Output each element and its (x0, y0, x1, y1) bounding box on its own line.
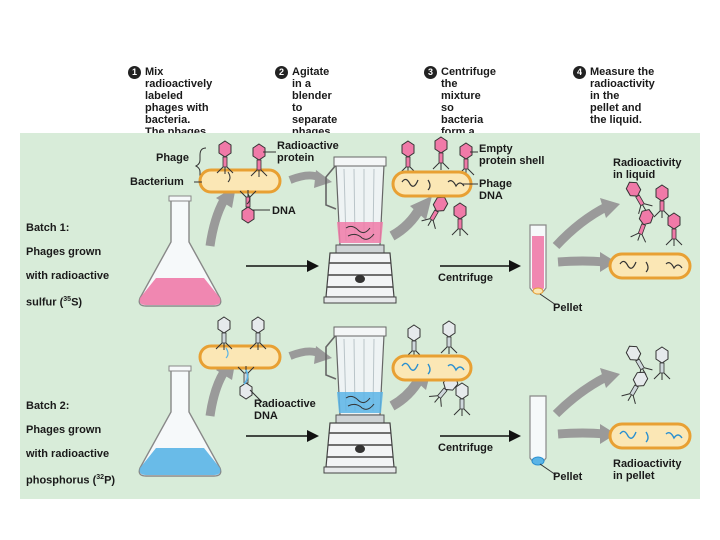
label-phage-dna: Phage DNA (479, 178, 513, 202)
batch-2-line1: Phages grown (26, 424, 102, 436)
label-pellet-1: Pellet (553, 302, 583, 314)
step-2-number: 2 (275, 66, 288, 79)
label-radioactivity-in-liquid: Radioactivity in liquid (613, 157, 682, 181)
step-4-number: 4 (573, 66, 586, 79)
batch-2-title: Batch 2: (26, 400, 70, 412)
label-phage: Phage (156, 152, 190, 164)
label-centrifuge-2: Centrifuge (438, 442, 493, 454)
step-3-number: 3 (424, 66, 437, 79)
label-centrifuge-1: Centrifuge (438, 272, 493, 284)
batch-1-line3: sulfur (35S) (26, 296, 83, 309)
batch-1-description: Batch 1: Phages grown with radioactive s… (26, 210, 109, 321)
label-radioactive-dna: Radioactive DNA (254, 398, 316, 422)
batch-2-line3: phosphorus (32P) (26, 474, 116, 487)
batch-1-title: Batch 1: (26, 222, 70, 234)
batch-2-line2: with radioactive (26, 448, 110, 460)
step-4-text: Measure the radioactivity in the pellet … (590, 66, 655, 126)
batch-2-description: Batch 2: Phages grown with radioactive p… (26, 388, 115, 499)
label-bacterium: Bacterium (130, 176, 184, 188)
batch-1-line2: with radioactive (26, 270, 110, 282)
batch-1-line1: Phages grown (26, 246, 102, 258)
label-radioactivity-in-pellet: Radioactivity in pellet (613, 458, 682, 482)
label-radioactive-protein: Radioactive protein (277, 140, 339, 164)
label-pellet-2: Pellet (553, 471, 583, 483)
step-1-number: 1 (128, 66, 141, 79)
label-empty-protein-shell: Empty protein shell (479, 143, 545, 167)
label-dna: DNA (272, 205, 296, 217)
